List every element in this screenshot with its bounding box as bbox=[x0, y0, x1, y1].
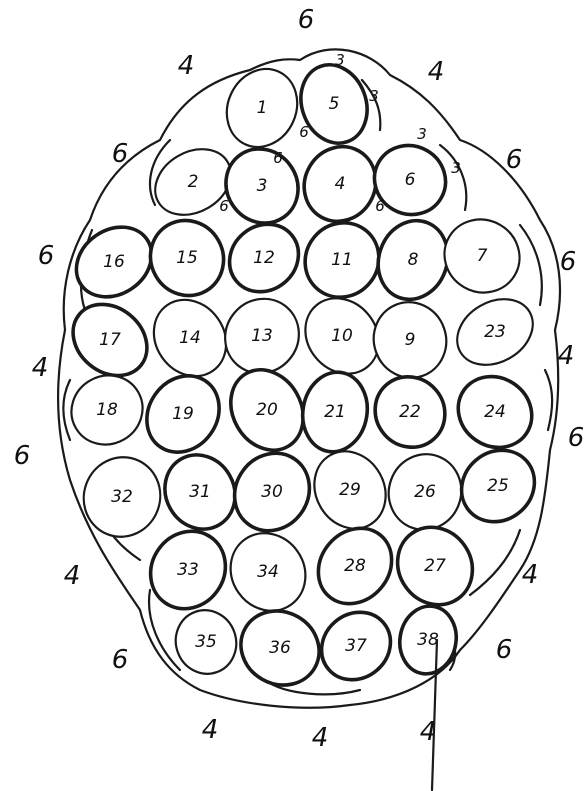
bead-leaf-number: 13 bbox=[251, 326, 273, 346]
bead-leaf-26: 26 bbox=[378, 444, 472, 540]
bead-leaf-1: 1 bbox=[214, 57, 309, 158]
edge-count-label: 6 bbox=[496, 635, 513, 665]
bead-leaf-15: 15 bbox=[137, 207, 237, 309]
small-count-label: 3 bbox=[335, 51, 345, 69]
bead-leaf-33: 33 bbox=[136, 517, 241, 624]
bead-leaf-number: 18 bbox=[96, 400, 118, 420]
bead-leaf-number: 22 bbox=[399, 402, 421, 422]
edge-count-label: 4 bbox=[178, 51, 195, 81]
bead-leaf-22: 22 bbox=[361, 363, 459, 462]
bead-leaf-number: 1 bbox=[257, 98, 268, 118]
bead-leaf-number: 14 bbox=[179, 328, 201, 348]
edge-count-label: 6 bbox=[298, 5, 315, 35]
bead-leaf-number: 27 bbox=[424, 556, 446, 576]
edge-count-label: 4 bbox=[558, 341, 575, 371]
bead-leaf-number: 25 bbox=[487, 476, 509, 496]
bead-leaf-number: 29 bbox=[339, 480, 361, 500]
edge-count-label: 6 bbox=[568, 423, 585, 453]
bead-leaf-12: 12 bbox=[216, 210, 312, 305]
bead-leaf-number: 21 bbox=[324, 402, 346, 422]
bead-leaf-number: 10 bbox=[331, 326, 353, 346]
bead-leaf-number: 24 bbox=[484, 402, 506, 422]
bead-leaf-35: 35 bbox=[167, 602, 245, 683]
bead-leaf-24: 24 bbox=[444, 362, 545, 461]
small-count-label: 6 bbox=[219, 197, 229, 215]
edge-count-label: 6 bbox=[38, 241, 55, 271]
bead-leaf-number: 26 bbox=[414, 482, 436, 502]
bead-leaf-3: 3 bbox=[212, 135, 313, 237]
bead-leaf-18: 18 bbox=[59, 363, 155, 458]
bead-leaf-number: 31 bbox=[189, 482, 211, 502]
bead-leaf-number: 30 bbox=[261, 482, 283, 502]
bead-leaf-19: 19 bbox=[132, 362, 234, 467]
bead-leaf-number: 28 bbox=[344, 556, 366, 576]
edge-count-label: 6 bbox=[112, 139, 129, 169]
edge-count-label: 6 bbox=[14, 441, 31, 471]
bead-leaf-29: 29 bbox=[301, 438, 400, 541]
bead-leaf-9: 9 bbox=[363, 292, 457, 388]
bead-leaf-number: 9 bbox=[405, 330, 416, 350]
bead-leaf-28: 28 bbox=[303, 514, 407, 619]
bead-leaf-7: 7 bbox=[431, 206, 533, 306]
bead-leaf-number: 6 bbox=[405, 170, 416, 190]
small-count-label: 6 bbox=[273, 149, 283, 167]
bead-leaf-27: 27 bbox=[383, 513, 488, 620]
edge-count-label: 4 bbox=[64, 561, 81, 591]
bead-leaf-25: 25 bbox=[447, 436, 549, 537]
small-count-label: 3 bbox=[417, 125, 427, 143]
bead-leaf-number: 3 bbox=[257, 176, 268, 196]
edge-count-label: 6 bbox=[112, 645, 129, 675]
bead-leaf-23: 23 bbox=[445, 286, 544, 378]
bead-leaf-number: 2 bbox=[188, 172, 199, 192]
bead-leaf-number: 23 bbox=[484, 322, 506, 342]
small-count-label: 6 bbox=[375, 197, 385, 215]
edge-count-label: 4 bbox=[32, 353, 49, 383]
bead-leaf-number: 19 bbox=[172, 404, 194, 424]
bead-leaf-number: 12 bbox=[253, 248, 275, 268]
small-count-label: 6 bbox=[299, 123, 309, 141]
bead-leaf-number: 7 bbox=[477, 246, 488, 266]
bead-leaf-36: 36 bbox=[227, 597, 332, 699]
bead-leaf-number: 35 bbox=[195, 632, 217, 652]
bead-leaf-number: 4 bbox=[335, 174, 346, 194]
bead-leaf-37: 37 bbox=[308, 598, 404, 693]
bead-leaf-number: 20 bbox=[256, 400, 278, 420]
bead-leaf-34: 34 bbox=[216, 519, 321, 626]
edge-count-label: 6 bbox=[560, 247, 577, 277]
bead-leaf-32: 32 bbox=[73, 446, 172, 547]
bead-leaf-number: 37 bbox=[345, 636, 367, 656]
small-count-label: 3 bbox=[369, 87, 379, 105]
bead-leaf-number: 11 bbox=[331, 250, 353, 270]
bead-leaf-number: 33 bbox=[177, 560, 199, 580]
bead-leaf-number: 34 bbox=[257, 562, 279, 582]
bead-leaf-number: 16 bbox=[103, 252, 125, 272]
bead-leaf-number: 36 bbox=[269, 638, 291, 658]
edge-count-label: 4 bbox=[312, 723, 329, 753]
edge-count-label: 4 bbox=[202, 715, 219, 745]
edge-count-label: 4 bbox=[522, 560, 539, 590]
edge-count-label: 4 bbox=[428, 57, 445, 87]
bead-leaf-number: 8 bbox=[408, 250, 419, 270]
small-count-label: 3 bbox=[451, 159, 461, 177]
bead-leaf-number: 5 bbox=[329, 94, 340, 114]
bead-leaf-number: 15 bbox=[176, 248, 198, 268]
edge-count-label: 6 bbox=[506, 145, 523, 175]
bead-leaf-number: 32 bbox=[111, 487, 133, 507]
bead-leaf-number: 17 bbox=[99, 330, 121, 350]
bead-leaf-21: 21 bbox=[297, 367, 374, 457]
bead-leaf-30: 30 bbox=[220, 439, 325, 546]
